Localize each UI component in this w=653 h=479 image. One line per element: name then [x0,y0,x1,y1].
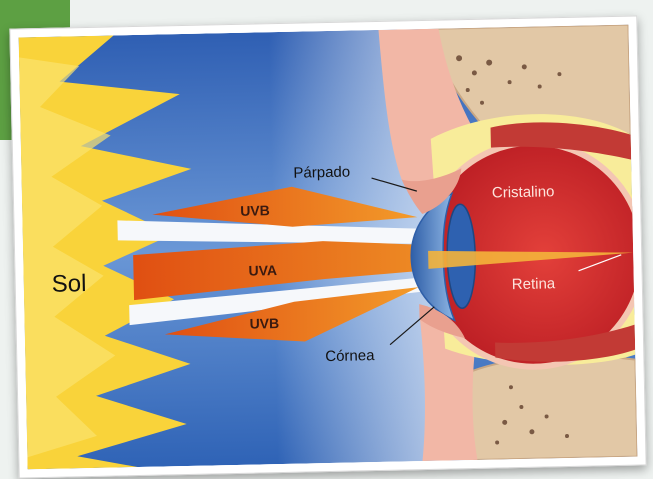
eyelid-label: Párpado [293,164,350,182]
diagram-card: Sol Párpado Cristalino Retina Córnea UVB… [9,15,646,478]
retina-label: Retina [512,275,556,293]
sun-label: Sol [51,270,86,298]
uvb-bottom-label: UVB [249,315,279,332]
bone-lower [455,355,637,461]
cornea-label: Córnea [325,347,375,365]
uvb-top-label: UVB [240,202,270,219]
lens-label: Cristalino [492,183,555,201]
eye-uv-illustration: Sol Párpado Cristalino Retina Córnea UVB… [19,25,638,470]
uva-label: UVA [248,262,277,279]
